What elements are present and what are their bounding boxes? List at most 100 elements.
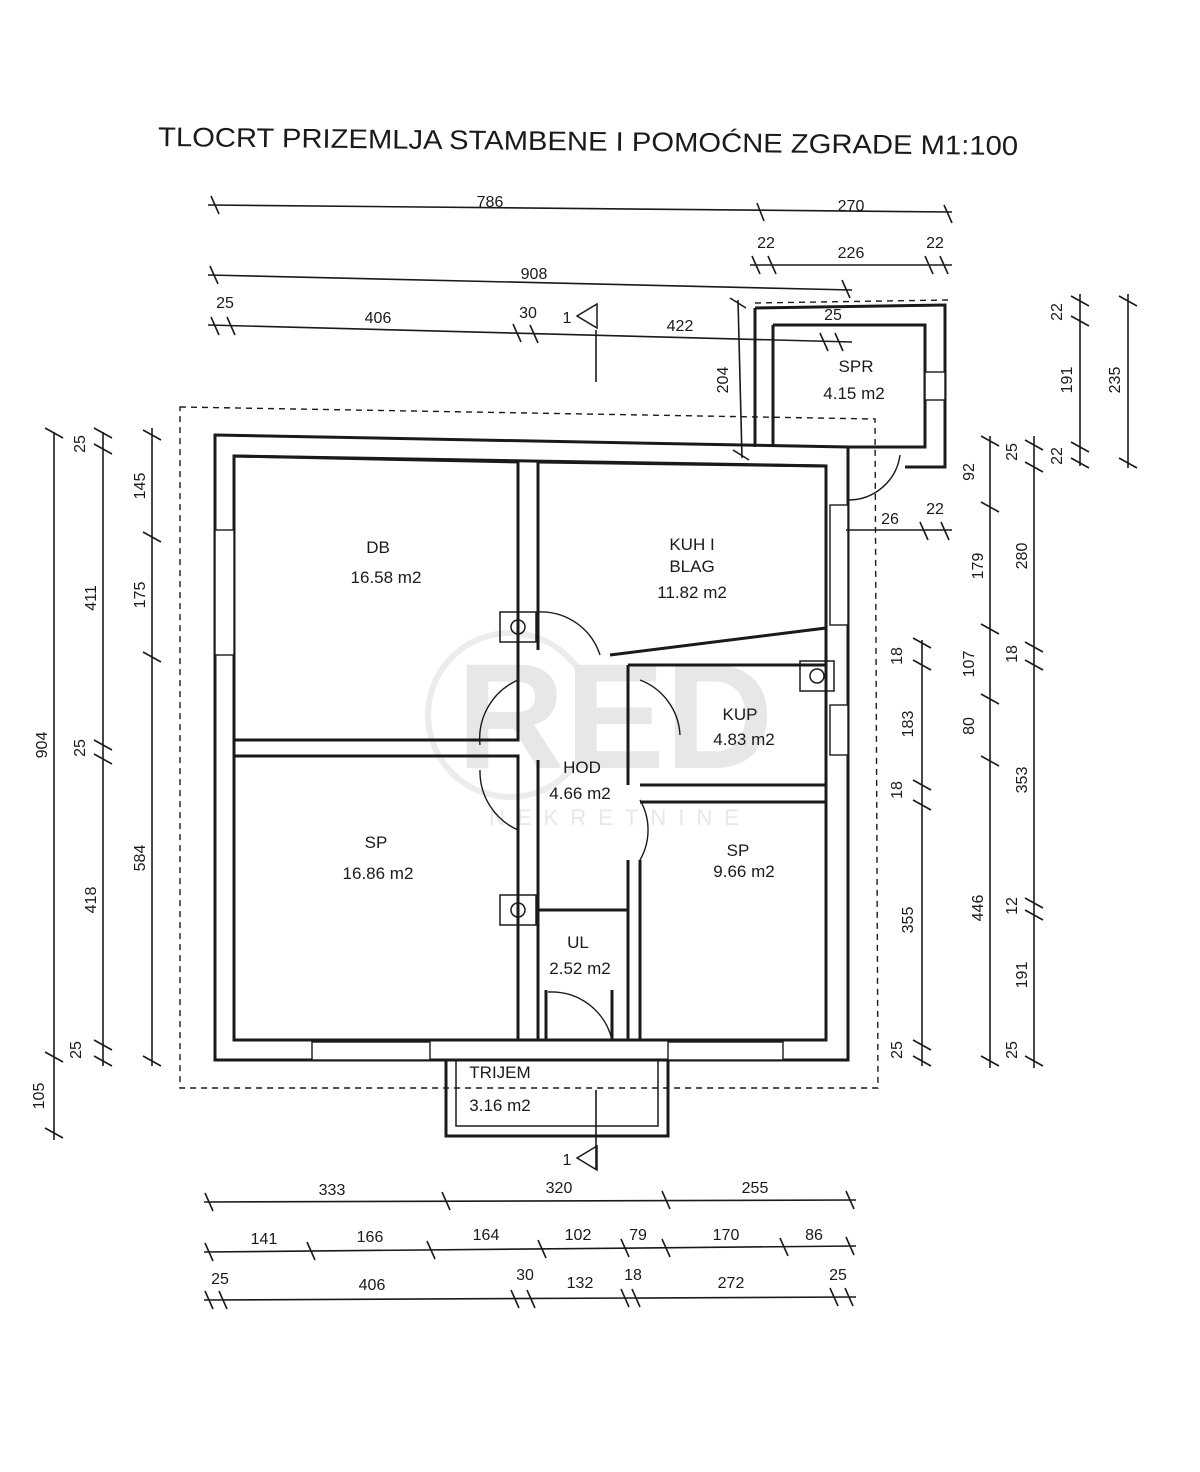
- roof-outline: [179, 406, 879, 1089]
- dim-left-584: 584: [132, 845, 149, 872]
- porch: [444, 1060, 670, 1138]
- window-kuh: [829, 504, 849, 626]
- dim-right-355: 355: [900, 907, 917, 934]
- dimensions-right: 204 26 22 18 183 18 355 25 92 179 107 80…: [715, 294, 1138, 1068]
- windows: [214, 504, 849, 1061]
- dim-left-175: 175: [132, 582, 149, 609]
- section-label: 1: [563, 310, 572, 327]
- room-sp-small: SP 9.66 m2: [713, 841, 774, 881]
- room-area: 16.86 m2: [343, 864, 414, 883]
- dim-top-422: 422: [667, 318, 694, 335]
- dim-top-786: 786: [477, 194, 504, 211]
- dim-bottom-25b: 25: [829, 1267, 847, 1284]
- room-area: 11.82 m2: [657, 583, 727, 602]
- dim-right-446: 446: [970, 895, 987, 922]
- dim-bottom-132: 132: [567, 1275, 594, 1292]
- plan-title: TLOCRT PRIZEMLJA STAMBENE I POMOĆNE ZGRA…: [158, 121, 1018, 161]
- room-spr: SPR 4.15 m2: [823, 357, 884, 403]
- room-area: 4.83 m2: [713, 730, 774, 749]
- dim-left-418: 418: [83, 887, 100, 914]
- dim-bottom-141: 141: [251, 1231, 278, 1248]
- dim-bottom-30: 30: [516, 1267, 534, 1284]
- room-name: SP: [365, 833, 388, 852]
- dim-right-191b: 191: [1059, 367, 1076, 394]
- dim-right-18b: 18: [889, 781, 906, 799]
- dim-right-280: 280: [1014, 543, 1031, 570]
- room-area: 16.58 m2: [351, 568, 422, 587]
- dim-top-908: 908: [521, 266, 548, 283]
- room-kuh: KUH I BLAG 11.82 m2: [657, 535, 727, 602]
- dim-right-25b: 25: [1004, 1041, 1021, 1059]
- dim-top-22b: 22: [926, 235, 944, 252]
- dim-left-411: 411: [83, 585, 100, 611]
- dim-top-30: 30: [519, 305, 537, 322]
- room-sp-large: SP 16.86 m2: [343, 833, 414, 883]
- dim-left-25b: 25: [72, 739, 89, 757]
- dim-right-22: 22: [926, 501, 944, 518]
- dim-right-191a: 191: [1014, 962, 1031, 989]
- room-name: UL: [567, 933, 589, 952]
- building-walls: [213, 433, 850, 1062]
- dim-bottom-406: 406: [359, 1277, 386, 1294]
- room-kup: KUP 4.83 m2: [713, 705, 774, 749]
- dim-bottom-164: 164: [473, 1227, 500, 1244]
- spr-roof-outline: [754, 299, 949, 304]
- dim-bottom-25a: 25: [211, 1271, 229, 1288]
- dim-right-25: 25: [889, 1041, 906, 1059]
- dim-right-183: 183: [900, 711, 917, 738]
- section-marker-bottom: 1: [563, 1090, 598, 1172]
- window-kup: [829, 704, 849, 756]
- room-hod: HOD 4.66 m2: [549, 758, 610, 803]
- dim-right-204: 204: [715, 367, 732, 394]
- dim-right-22a: 22: [1049, 303, 1066, 321]
- dim-right-18c: 18: [1004, 645, 1021, 663]
- dim-left-145: 145: [132, 473, 149, 500]
- dim-bottom-320: 320: [546, 1180, 573, 1197]
- dim-right-80: 80: [961, 717, 978, 735]
- room-area: 2.52 m2: [549, 959, 610, 978]
- dim-top-25b: 25: [824, 307, 842, 324]
- room-name: DB: [366, 538, 390, 557]
- dim-bottom-170: 170: [713, 1227, 740, 1244]
- dim-bottom-18: 18: [624, 1267, 642, 1284]
- room-db: DB 16.58 m2: [351, 538, 422, 587]
- dim-right-353: 353: [1014, 767, 1031, 794]
- room-name: SPR: [839, 357, 874, 376]
- room-name: KUP: [723, 705, 758, 724]
- dim-bottom-79: 79: [629, 1227, 647, 1244]
- window-sp-right-bottom: [667, 1041, 784, 1061]
- room-name: TRIJEM: [469, 1063, 530, 1082]
- dim-left-105: 105: [31, 1083, 48, 1110]
- room-name-line1: KUH I: [669, 535, 714, 554]
- dim-right-179: 179: [970, 553, 987, 580]
- spr-building: [753, 303, 947, 469]
- room-ul: UL 2.52 m2: [549, 933, 610, 978]
- room-name-line2: BLAG: [669, 557, 714, 576]
- watermark: RED NEKRETNINE: [425, 630, 774, 830]
- dimensions-bottom: 333 320 255 141 166 164 102 79 170 86 25…: [203, 1180, 857, 1310]
- section-label: 1: [563, 1152, 572, 1169]
- dim-right-25c: 25: [1004, 443, 1021, 461]
- dim-left-25a: 25: [72, 435, 89, 453]
- room-trijem: TRIJEM 3.16 m2: [469, 1063, 530, 1115]
- room-area: 4.15 m2: [823, 384, 884, 403]
- watermark-logo: RED: [457, 632, 774, 800]
- dimensions-left: 904 105 25 411 25 418 25 145 175 584: [31, 427, 162, 1140]
- window-db: [214, 529, 235, 656]
- dim-bottom-166: 166: [357, 1229, 384, 1246]
- dim-top-25a: 25: [216, 295, 234, 312]
- window-sp-bottom: [311, 1041, 431, 1061]
- dim-top-270: 270: [838, 198, 865, 215]
- dimensions-top: 786 270 22 226 22 908 25 406 30 422 25: [207, 194, 953, 352]
- dim-right-18a: 18: [889, 647, 906, 665]
- dim-right-22b: 22: [1049, 447, 1066, 465]
- watermark-subtitle: NEKRETNINE: [489, 805, 751, 830]
- dim-bottom-272: 272: [718, 1275, 745, 1292]
- dim-left-904: 904: [34, 732, 51, 759]
- room-area: 9.66 m2: [713, 862, 774, 881]
- dim-top-406: 406: [365, 310, 392, 327]
- doors: [478, 454, 901, 1041]
- chimneys: [499, 611, 835, 926]
- dim-right-235: 235: [1107, 367, 1124, 394]
